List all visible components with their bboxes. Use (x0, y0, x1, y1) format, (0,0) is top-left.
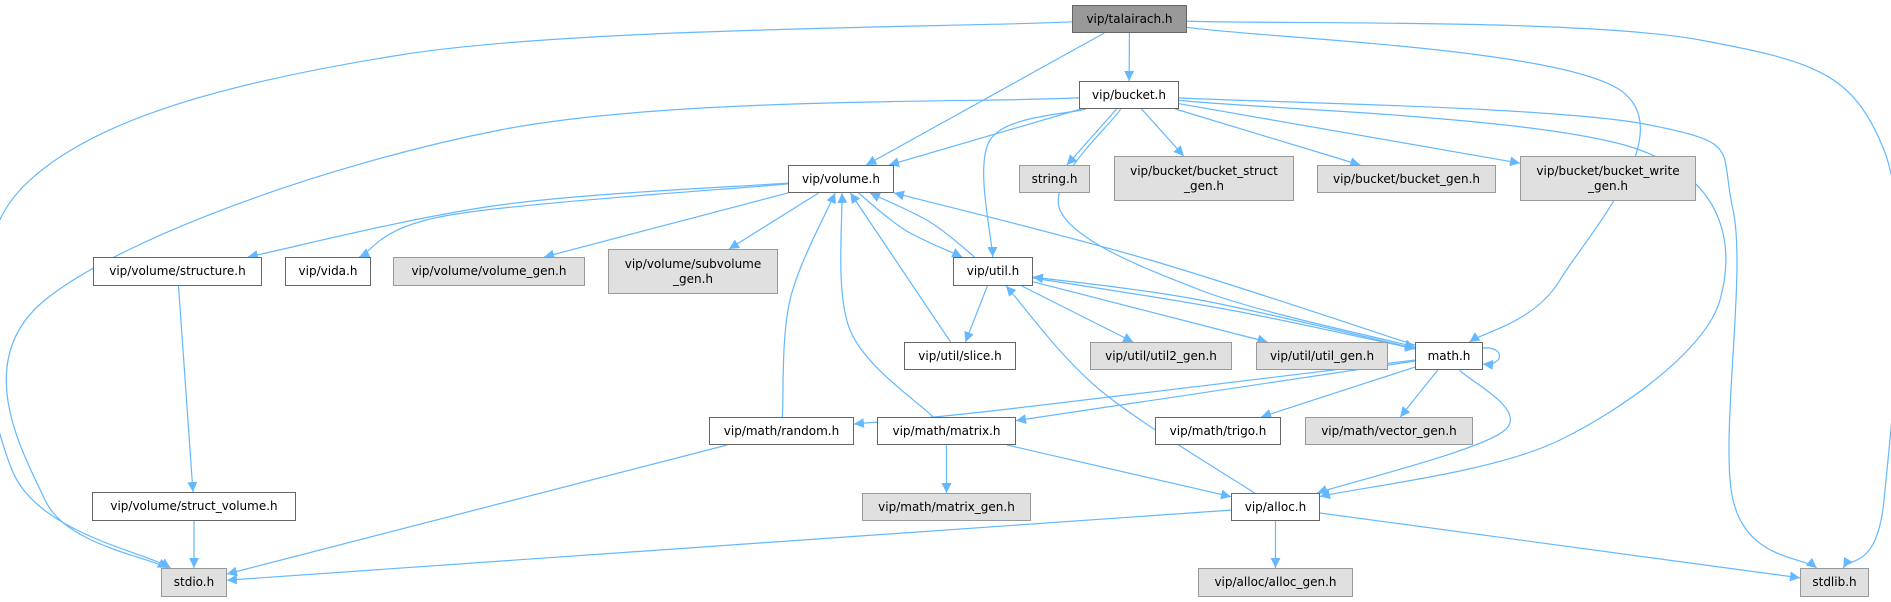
node-volume-gen[interactable]: vip/volume/volume_gen.h (393, 257, 585, 286)
node-vida[interactable]: vip/vida.h (285, 257, 371, 286)
edge-talairach-to-stdlib (1186, 20, 1891, 569)
edge-util-to-slice (964, 285, 988, 343)
node-subvolume-gen[interactable]: vip/volume/subvolume _gen.h (608, 249, 778, 294)
edge-volume-to-subvolume-gen (728, 192, 819, 250)
edge-bucket-to-volume (888, 108, 1082, 167)
edge-math-to-vector-gen (1399, 369, 1439, 418)
edge-math-to-util (1032, 273, 1416, 349)
edge-alloc-to-stdlib (1319, 512, 1801, 582)
node-bucket-struct-gen[interactable]: vip/bucket/bucket_struct _gen.h (1114, 156, 1294, 201)
node-matrix[interactable]: vip/math/matrix.h (877, 417, 1016, 445)
edge-talairach-to-volume (865, 32, 1105, 166)
node-stdlib[interactable]: stdlib.h (1800, 568, 1869, 597)
edge-alloc-to-util (1005, 285, 1255, 494)
node-alloc-gen[interactable]: vip/alloc/alloc_gen.h (1198, 568, 1353, 597)
node-bucket-gen[interactable]: vip/bucket/bucket_gen.h (1317, 165, 1496, 193)
edge-bucket-to-util (983, 108, 1086, 258)
node-slice[interactable]: vip/util/slice.h (904, 342, 1016, 370)
edge-matrix-to-volume (837, 192, 934, 418)
node-alloc[interactable]: vip/alloc.h (1231, 493, 1320, 521)
node-stdio[interactable]: stdio.h (161, 568, 227, 597)
node-util2-gen[interactable]: vip/util/util2_gen.h (1090, 342, 1232, 370)
edge-math-to-matrix (1015, 360, 1416, 425)
edge-random-to-volume (781, 192, 836, 418)
edge-bucket-to-bucket-gen (1175, 108, 1361, 167)
edge-volume-to-util (858, 192, 963, 258)
edge-structure-to-struct-volume (177, 285, 198, 493)
edge-bucket-to-stdio (5, 97, 1080, 569)
edge-talairach-to-stdio (0, 21, 1073, 569)
node-string[interactable]: string.h (1019, 165, 1090, 193)
edge-alloc-to-stdio (226, 509, 1232, 585)
node-util[interactable]: vip/util.h (953, 257, 1033, 286)
node-talairach[interactable]: vip/talairach.h (1072, 5, 1187, 33)
edge-util-to-util2-gen (1021, 285, 1134, 343)
edge-math-to-alloc (1317, 369, 1511, 495)
node-volume[interactable]: vip/volume.h (788, 165, 894, 193)
edge-util-to-util-gen (1032, 281, 1268, 345)
node-struct-volume[interactable]: vip/volume/struct_volume.h (92, 492, 296, 521)
edge-bucket-to-alloc (1178, 99, 1727, 500)
edge-volume-to-volume-gen (544, 192, 789, 260)
node-random[interactable]: vip/math/random.h (709, 417, 854, 445)
edge-bucket-to-bucket-struct-gen (1141, 108, 1185, 157)
edge-slice-to-volume (849, 192, 952, 343)
node-vector-gen[interactable]: vip/math/vector_gen.h (1305, 417, 1473, 445)
edge-util-to-volume (869, 192, 975, 258)
edge-util-to-math (1032, 277, 1416, 352)
node-bucket-write-gen[interactable]: vip/bucket/bucket_write _gen.h (1520, 156, 1696, 201)
edge-math-to-volume (893, 190, 1416, 346)
edge-volume-to-structure (247, 182, 789, 260)
edge-bucket-to-bucket-write-gen (1178, 103, 1521, 167)
node-math[interactable]: math.h (1415, 342, 1483, 370)
edge-bucket-to-string (1066, 108, 1118, 166)
edge-bucket-to-stdlib (1178, 97, 1818, 569)
edge-matrix-to-alloc (1006, 444, 1232, 500)
node-bucket[interactable]: vip/bucket.h (1079, 81, 1179, 109)
edge-random-to-stdio (226, 444, 728, 577)
node-trigo[interactable]: vip/math/trigo.h (1155, 417, 1281, 445)
node-structure[interactable]: vip/volume/structure.h (93, 257, 262, 286)
edge-talairach-to-math (1186, 26, 1642, 343)
edge-volume-to-vida (359, 183, 789, 258)
edge-math-to-math (1482, 347, 1500, 370)
node-util-gen[interactable]: vip/util/util_gen.h (1256, 342, 1388, 370)
node-matrix-gen[interactable]: vip/math/matrix_gen.h (862, 493, 1031, 521)
edge-math-to-trigo (1260, 366, 1416, 419)
